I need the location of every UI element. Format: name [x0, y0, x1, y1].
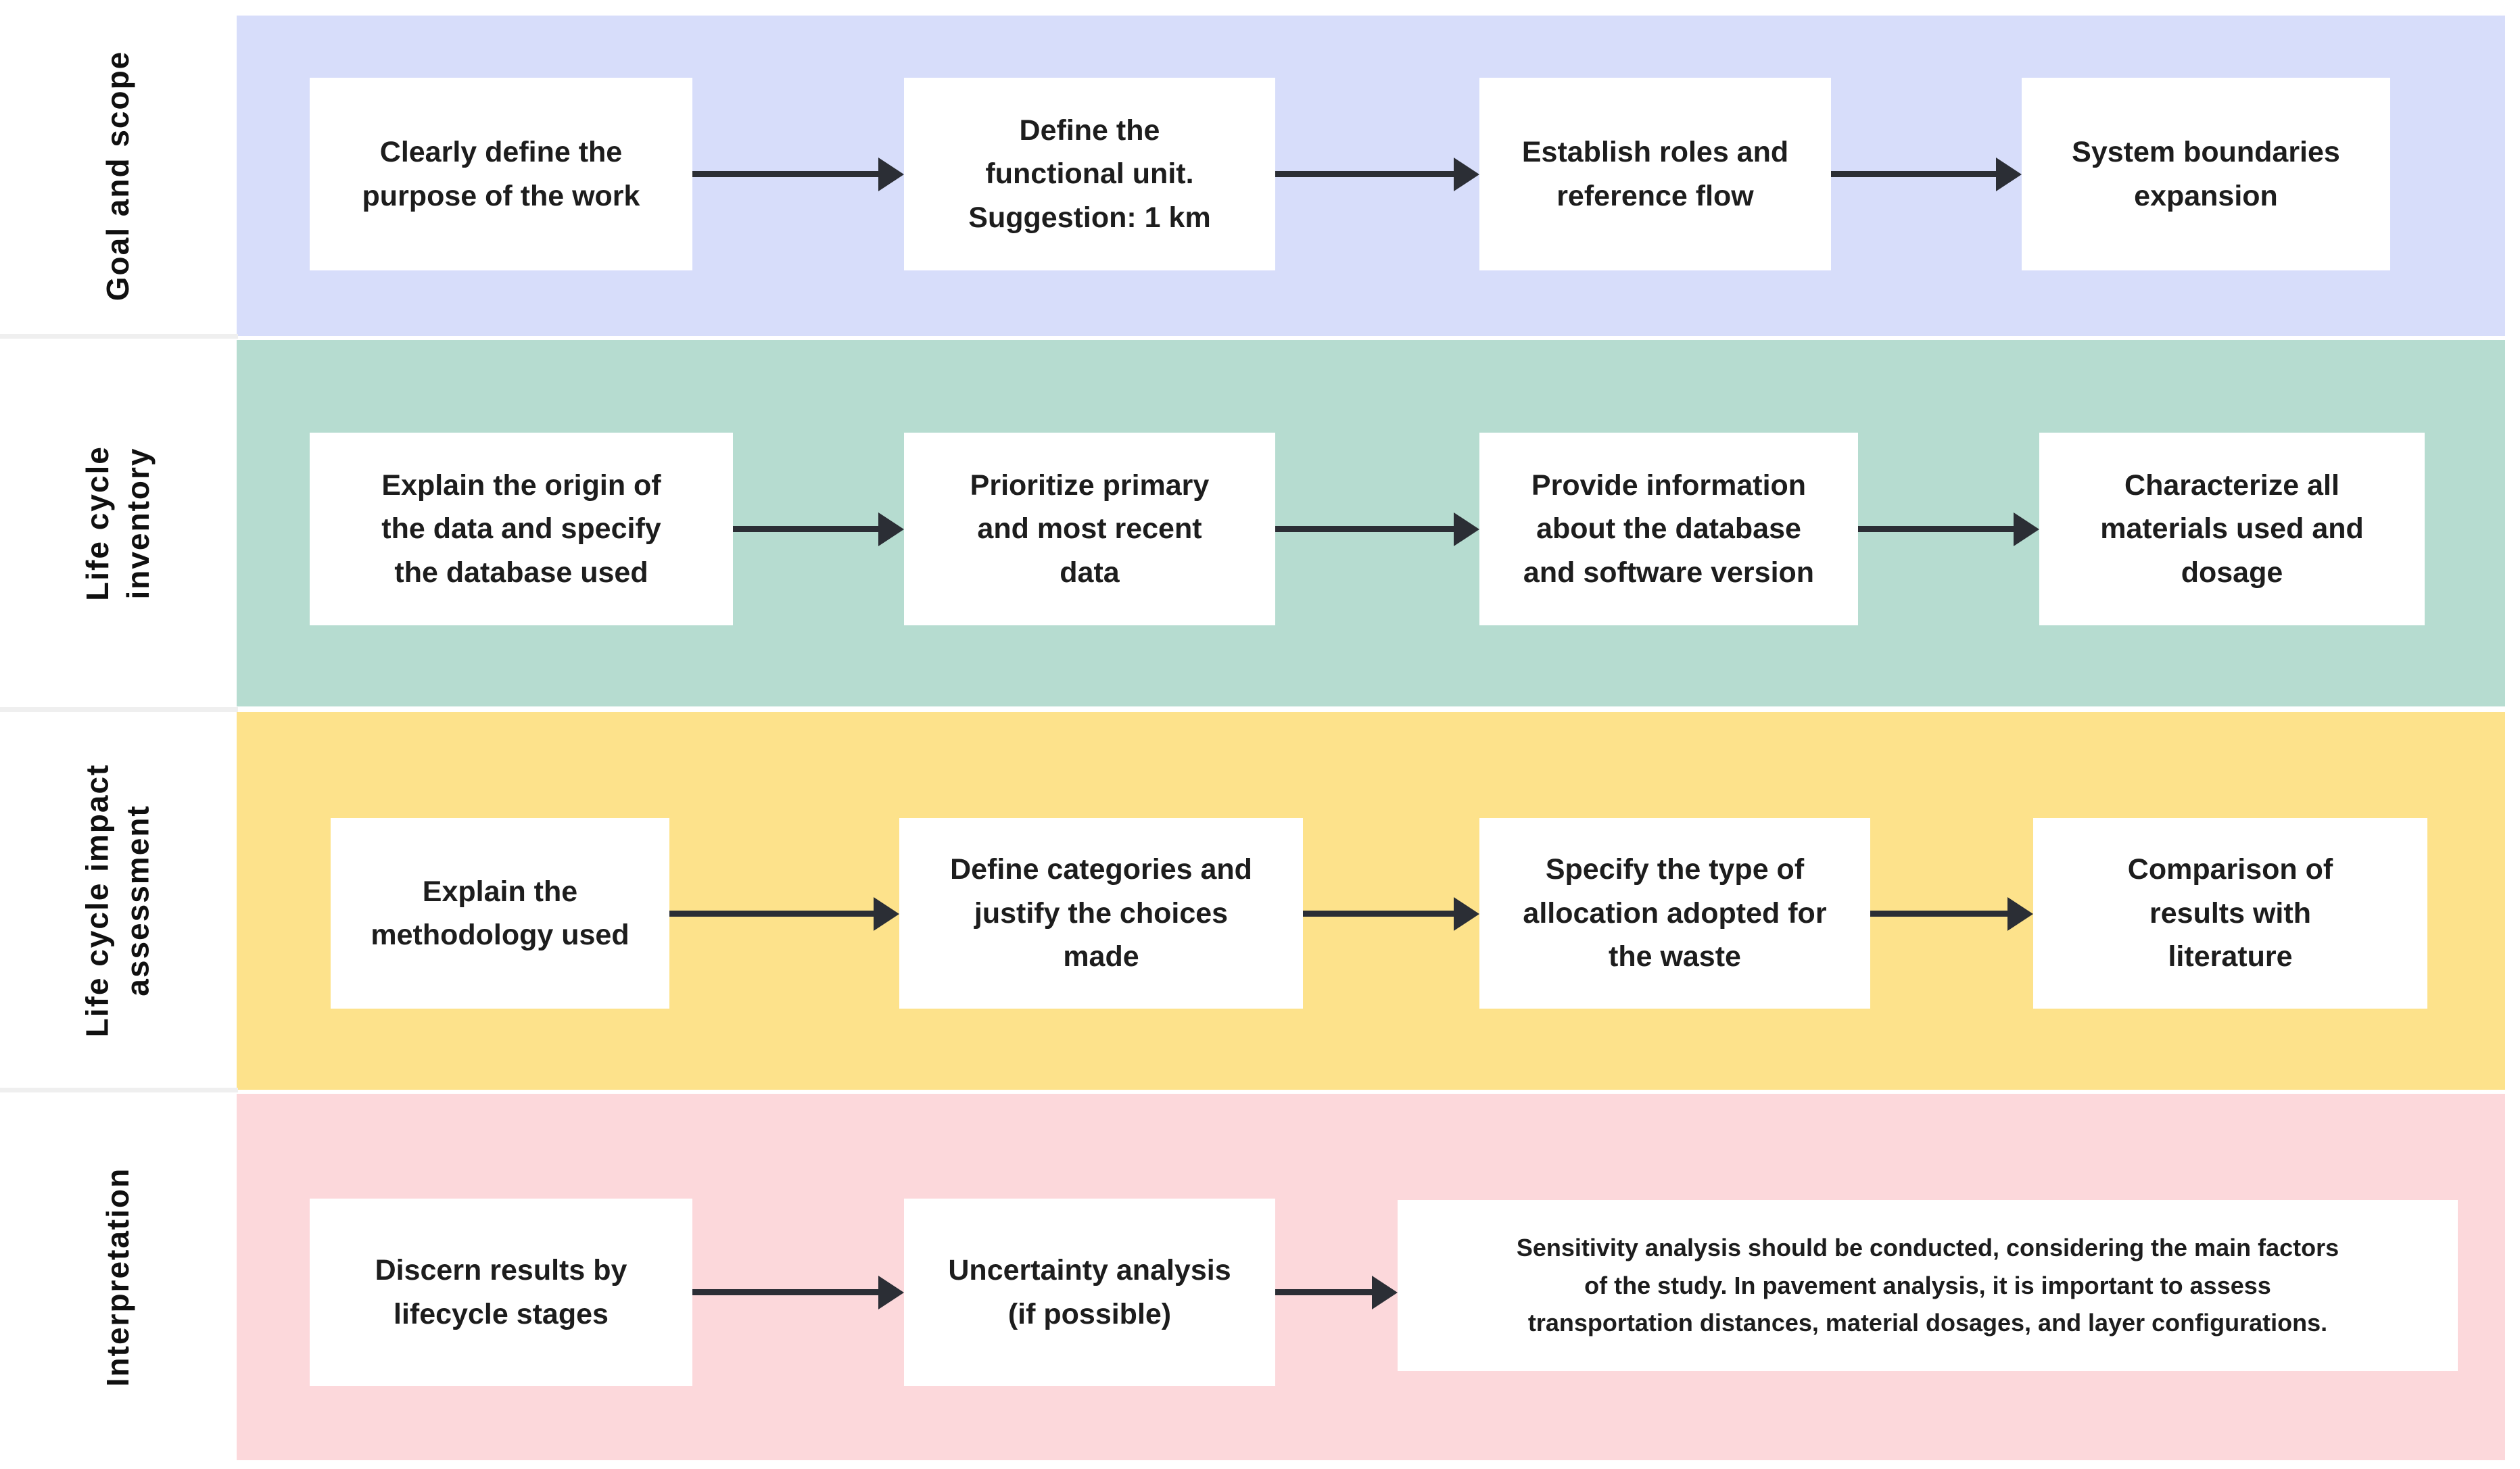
step-box: Discern results by lifecycle stages [310, 1199, 692, 1386]
step-box: Prioritize primary and most recent data [904, 433, 1275, 625]
arrow-right-icon [1275, 1289, 1372, 1295]
arrow-right-icon [733, 526, 878, 532]
step-box: System boundaries expansion [2022, 78, 2390, 270]
step-box: Uncertainty analysis (if possible) [904, 1199, 1275, 1386]
step-box: Establish roles and reference flow [1479, 78, 1831, 270]
row-divider [0, 1088, 238, 1092]
step-box: Explain the methodology used [331, 818, 669, 1009]
arrow-right-icon [1858, 526, 2014, 532]
arrow-right-icon [692, 171, 878, 177]
step-box-wide: Sensitivity analysis should be conducted… [1398, 1200, 2458, 1371]
step-box: Comparison of results with literature [2033, 818, 2427, 1009]
phase-label-life-cycle-impact-assessment: Life cycle impact assessment [79, 763, 156, 1038]
step-box: Define categories and justify the choice… [899, 818, 1303, 1009]
row-divider [0, 707, 238, 712]
phase-label-goal-and-scope: Goal and scope [100, 50, 136, 302]
step-box: Provide information about the database a… [1479, 433, 1858, 625]
arrow-right-icon [1275, 526, 1454, 532]
phase-label-life-cycle-inventory: Life cycle inventory [80, 445, 156, 601]
arrow-right-icon [692, 1289, 878, 1295]
arrow-right-icon [1831, 171, 1996, 177]
arrow-right-icon [1275, 171, 1454, 177]
step-box: Explain the origin of the data and speci… [310, 433, 733, 625]
step-box: Specify the type of allocation adopted f… [1479, 818, 1870, 1009]
step-box: Clearly define the purpose of the work [310, 78, 692, 270]
arrow-right-icon [1870, 911, 2007, 917]
row-divider [0, 334, 238, 339]
phase-label-interpretation: Interpretation [100, 1167, 136, 1387]
step-box: Characterize all materials used and dosa… [2039, 433, 2425, 625]
step-box: Define the functional unit. Suggestion: … [904, 78, 1275, 270]
arrow-right-icon [669, 911, 874, 917]
arrow-right-icon [1303, 911, 1454, 917]
